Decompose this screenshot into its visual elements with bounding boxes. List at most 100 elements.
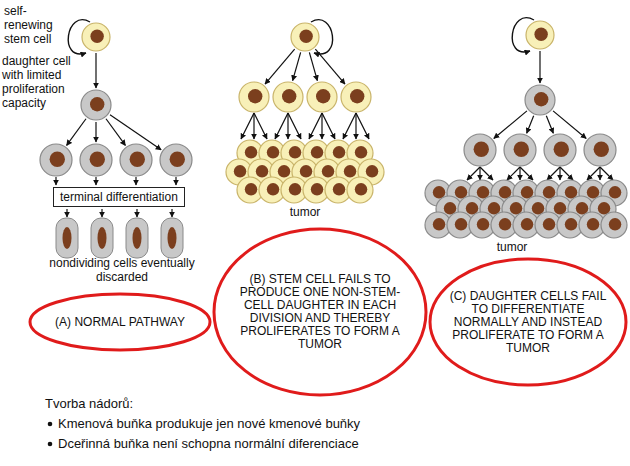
arrow	[587, 167, 600, 180]
cell-nucleus	[63, 227, 72, 249]
cell-body	[601, 212, 627, 238]
daughter-cell	[464, 134, 496, 166]
cell-nucleus	[534, 92, 548, 106]
cell-nucleus	[366, 165, 378, 177]
arrow	[55, 177, 56, 185]
arrow	[135, 177, 136, 185]
arrow	[553, 111, 586, 139]
arrow	[315, 49, 345, 84]
stem-cell	[307, 82, 337, 112]
cell-nucleus	[344, 165, 356, 177]
cell-body	[526, 21, 554, 49]
caption-ellipse: (C) DAUGHTER CELLS FAIL TO DIFFERENTIATE…	[428, 257, 628, 387]
arrow	[355, 113, 356, 139]
box-label: terminal differentiation	[60, 190, 178, 204]
arrow	[175, 177, 176, 185]
cell-nucleus	[256, 165, 268, 177]
cell-body	[544, 134, 576, 166]
cell-nucleus	[355, 146, 367, 158]
cell-nucleus	[499, 218, 511, 230]
cell-nucleus	[278, 165, 290, 177]
arrow	[520, 167, 533, 180]
arrow	[519, 167, 520, 180]
cell-nucleus	[433, 218, 445, 230]
arrow	[288, 113, 301, 139]
cell-body	[341, 82, 371, 112]
stem-cell	[82, 23, 110, 51]
cell-nucleus	[333, 146, 345, 158]
cell-nucleus	[609, 218, 621, 230]
arrow	[110, 115, 161, 150]
arrow	[171, 209, 172, 217]
stem-cell-label: self-renewing stem cell	[4, 4, 66, 46]
cell-nucleus	[282, 89, 296, 103]
cell-nucleus	[248, 89, 262, 103]
arrow	[254, 113, 267, 139]
cell-nucleus	[130, 152, 145, 167]
daughter-cell	[544, 134, 576, 166]
arrow	[293, 52, 301, 80]
cell-nucleus	[168, 227, 177, 249]
stem-cell	[291, 23, 319, 51]
cell-nucleus	[333, 183, 345, 195]
arrow	[275, 113, 288, 139]
cell-nucleus	[133, 227, 142, 249]
arrow	[95, 122, 96, 142]
tumor-cell	[347, 177, 373, 203]
bullet	[48, 422, 53, 427]
arrow	[253, 113, 254, 139]
arrow	[479, 167, 480, 180]
daughter-cell	[525, 85, 555, 115]
cell-body	[291, 23, 319, 51]
caption-text: (B) STEM CELL FAILS TO PRODUCE ONE NON-S…	[234, 273, 406, 351]
daughter-cell	[160, 144, 192, 176]
note-bullet: Dceřinná buňka není schopna normální dif…	[58, 436, 498, 452]
stem-cell	[341, 82, 371, 112]
nondividing-label: nondividing cells eventually discarded	[37, 256, 207, 284]
cell-body	[504, 134, 536, 166]
arrow	[600, 167, 613, 180]
cell-nucleus	[477, 218, 489, 230]
cell-nucleus	[609, 186, 621, 198]
cell-nucleus	[322, 165, 334, 177]
arrow	[241, 113, 254, 139]
caption-ellipse: (B) STEM CELL FAILS TO PRODUCE ONE NON-S…	[212, 227, 428, 397]
cell-body	[40, 144, 72, 176]
arrow	[101, 209, 102, 217]
cell-nucleus	[90, 30, 103, 43]
cell-body	[464, 134, 496, 166]
cell-nucleus	[245, 183, 257, 195]
daughter-cell	[584, 134, 616, 166]
arrow	[547, 167, 560, 180]
stem-cell	[526, 21, 554, 49]
arrow	[546, 116, 553, 134]
arrow	[560, 167, 573, 180]
daughter-cell	[81, 90, 111, 120]
caption-text: (A) NORMAL PATHWAY	[40, 316, 200, 329]
arrow	[309, 113, 322, 139]
note-bullet: Kmenová buňka produkuje jen nové kmenové…	[58, 416, 498, 432]
cell-nucleus	[311, 183, 323, 195]
cell-nucleus	[98, 227, 107, 249]
cell-nucleus	[565, 218, 577, 230]
cell-nucleus	[543, 218, 555, 230]
arrow	[265, 49, 295, 84]
red-ellipse	[214, 229, 426, 395]
arrow	[309, 52, 317, 80]
arrow	[95, 53, 96, 88]
daughter-cell	[40, 144, 72, 176]
cell-body	[80, 144, 112, 176]
arrow	[559, 167, 560, 180]
arrow	[95, 177, 96, 185]
daughter-cell	[80, 144, 112, 176]
cell-body	[120, 144, 152, 176]
red-ellipse	[430, 259, 626, 385]
cell-body	[525, 85, 555, 115]
arrow	[287, 113, 288, 139]
cell-body	[82, 23, 110, 51]
differentiated-cell	[126, 218, 148, 258]
arrow	[480, 167, 493, 180]
cell-nucleus	[90, 97, 104, 111]
arrow	[599, 167, 600, 180]
